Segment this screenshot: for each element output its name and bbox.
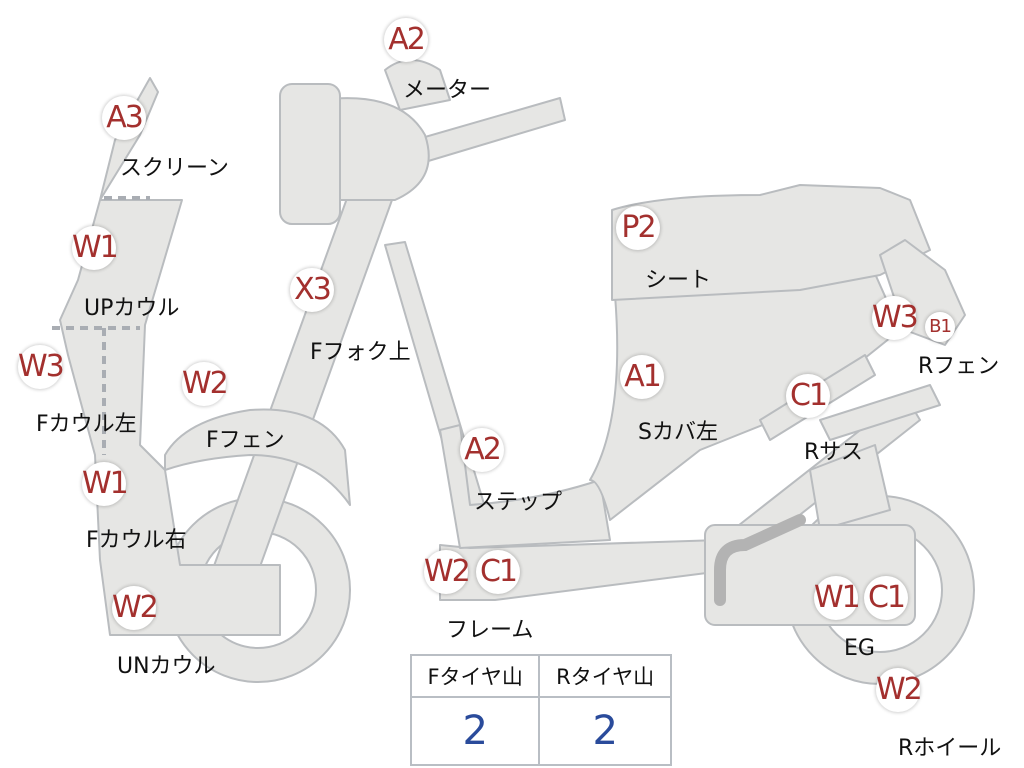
frame-rail — [439, 394, 921, 601]
r-fender-code2-badge[interactable]: B1 — [925, 312, 955, 342]
f-cowl-right-code-badge[interactable]: W1 — [82, 462, 129, 506]
un-cowl-label: UNカウル — [117, 654, 216, 679]
screen-label: スクリーン — [120, 156, 229, 181]
f-fender-code-badge[interactable]: W2 — [182, 362, 229, 406]
meter-label: メーター — [403, 78, 492, 103]
exhaust — [714, 514, 806, 606]
r-fender-label: Rフェン — [918, 354, 1000, 379]
side-cover — [589, 239, 901, 521]
headstock — [319, 97, 430, 201]
s-cover-code-badge[interactable]: A1 — [620, 355, 664, 399]
r-sus-code-badge[interactable]: C1 — [786, 374, 830, 418]
up-cowl-code-badge[interactable]: W1 — [72, 226, 119, 270]
step-code-badge[interactable]: A2 — [460, 428, 504, 472]
screen-code-badge[interactable]: A3 — [102, 96, 146, 140]
f-tire-value[interactable]: 2 — [409, 696, 541, 766]
r-tire-value[interactable]: 2 — [538, 696, 672, 766]
engine-block — [704, 524, 916, 626]
headlight — [279, 83, 341, 225]
step-label: ステップ — [474, 490, 563, 515]
engine-label: EG — [844, 636, 875, 661]
meter-pod — [384, 59, 451, 111]
r-wheel-code-badge[interactable]: W2 — [876, 668, 923, 712]
front-fender — [164, 408, 351, 506]
r-tire-header: Rタイヤ山 — [538, 654, 672, 698]
frame-code2-badge[interactable]: C1 — [476, 550, 520, 594]
r-wheel-label: Rホイール — [898, 736, 1002, 761]
frame-label: フレーム — [446, 618, 534, 643]
meter-code-badge[interactable]: A2 — [384, 18, 428, 62]
r-sus-label: Rサス — [804, 440, 863, 465]
f-cowl-left-label: Fカウル左 — [36, 412, 137, 437]
f-cowl-left-code-badge[interactable]: W3 — [18, 345, 65, 389]
rear-shock — [809, 444, 891, 531]
f-fender-label: Fフェン — [206, 428, 285, 453]
r-fender-code-badge[interactable]: W3 — [872, 296, 919, 340]
engine-code-badge[interactable]: W1 — [814, 576, 861, 620]
f-tire-header: Fタイヤ山 — [409, 654, 541, 698]
frame-code-badge[interactable]: W2 — [424, 550, 471, 594]
f-fork-label: Fフォク上 — [310, 340, 411, 365]
s-cover-label: Sカバ左 — [638, 420, 718, 445]
un-cowl-code-badge[interactable]: W2 — [112, 586, 159, 630]
f-cowl-right-label: Fカウル右 — [86, 528, 187, 553]
tire-tread-table: Fタイヤ山 Rタイヤ山 2 2 — [409, 654, 672, 766]
up-cowl-label: UPカウル — [84, 296, 180, 321]
engine-code2-badge[interactable]: C1 — [864, 576, 908, 620]
seat-code-badge[interactable]: P2 — [616, 206, 660, 250]
seat-label: シート — [645, 268, 712, 293]
f-fork-code-badge[interactable]: X3 — [290, 268, 334, 312]
